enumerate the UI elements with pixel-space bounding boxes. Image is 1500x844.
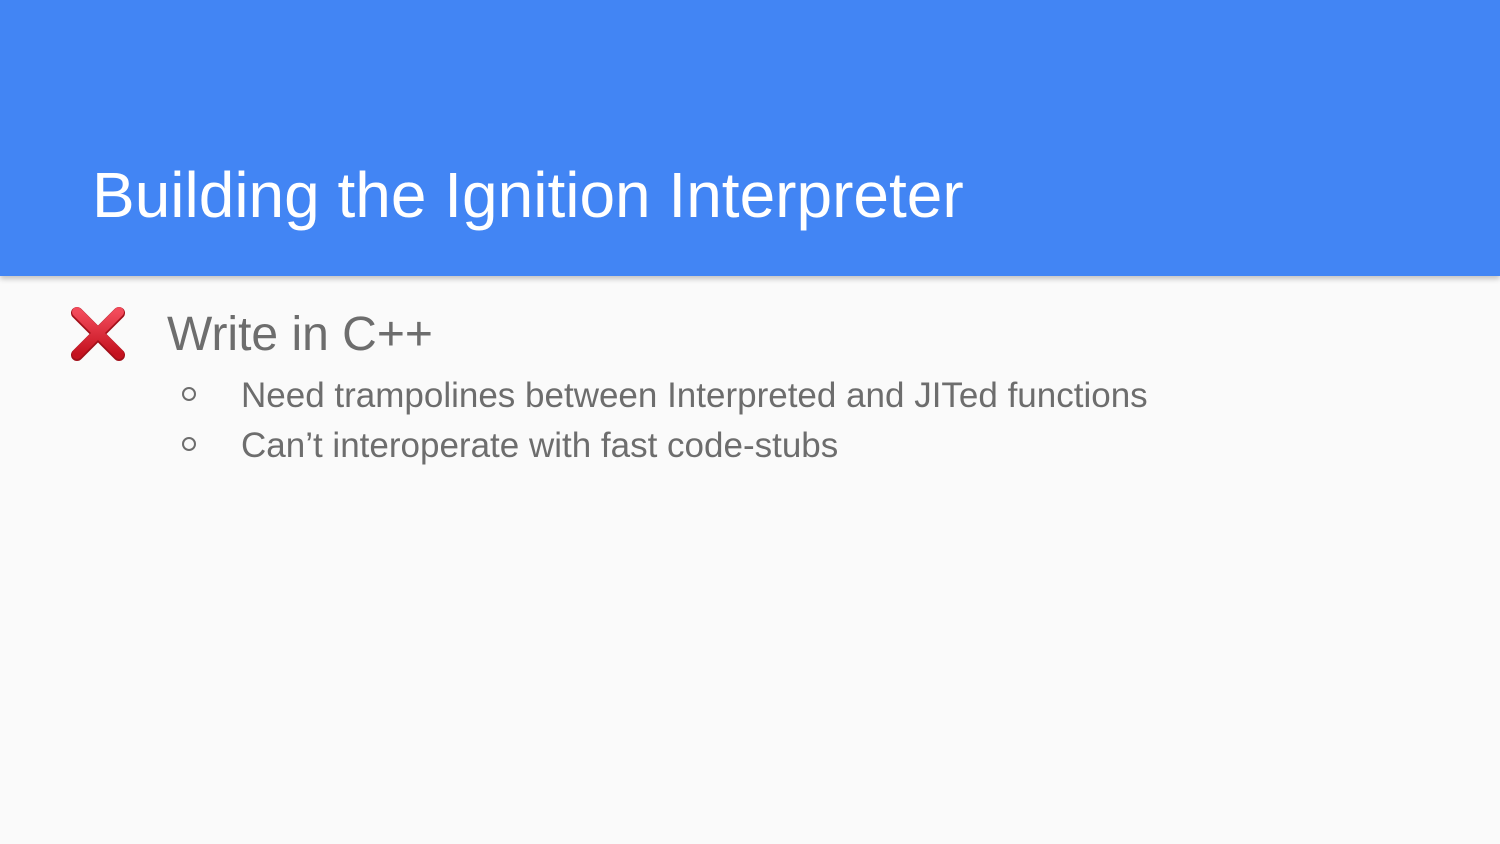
slide-title: Building the Ignition Interpreter xyxy=(92,159,964,231)
cross-mark-icon xyxy=(68,304,128,364)
hollow-circle-bullet-icon xyxy=(182,387,196,401)
sub-bullet-text: Can’t interoperate with fast code-stubs xyxy=(241,426,839,465)
bullet-item-text: Write in C++ xyxy=(167,308,433,361)
hollow-circle-bullet-icon xyxy=(182,437,196,451)
sub-bullet-text: Need trampolines between Interpreted and… xyxy=(241,376,1148,415)
slide-header: Building the Ignition Interpreter xyxy=(0,0,1500,276)
bullet-item: Write in C++ xyxy=(68,302,433,366)
